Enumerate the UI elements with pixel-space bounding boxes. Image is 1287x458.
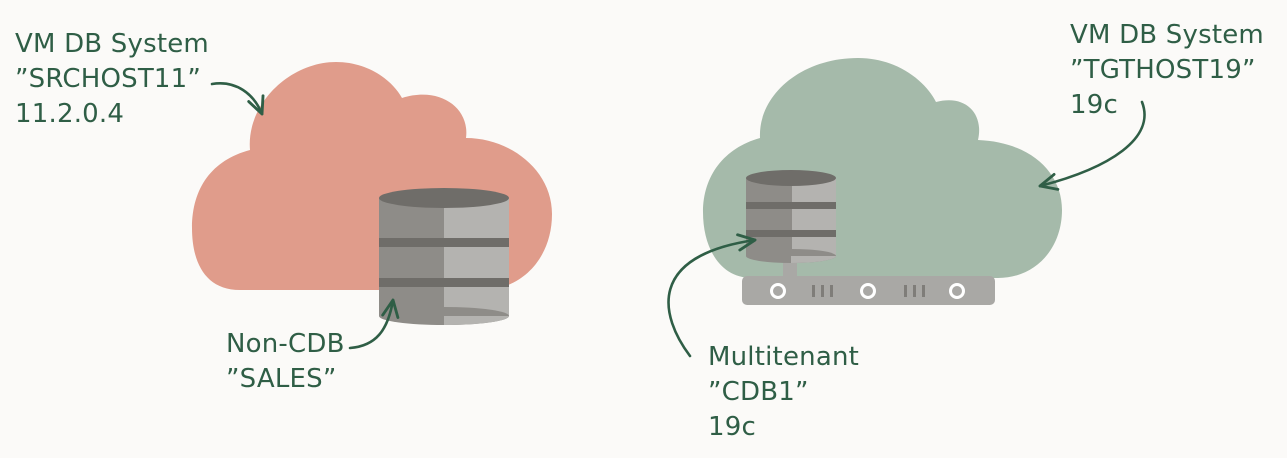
source-host-arrow [210, 82, 265, 116]
source-database-label: Non-CDB ”SALES” [226, 327, 345, 397]
target-database-server-icon [742, 170, 995, 305]
source-host-label: VM DB System ”SRCHOST11” 11.2.0.4 [15, 27, 209, 132]
target-host-name: ”TGTHOST19” [1070, 55, 1256, 85]
source-database-icon [379, 188, 509, 325]
target-database-version: 19c [708, 412, 756, 442]
source-database-type: Non-CDB [226, 329, 345, 359]
source-host-name: ”SRCHOST11” [15, 64, 202, 94]
source-database-name: ”SALES” [226, 364, 337, 394]
source-version: 11.2.0.4 [15, 99, 125, 129]
source-system-label: VM DB System [15, 29, 209, 59]
target-database-name: ”CDB1” [708, 377, 809, 407]
target-version: 19c [1070, 90, 1118, 120]
target-host-label: VM DB System ”TGTHOST19” 19c [1070, 18, 1264, 123]
target-host-arrow [1038, 100, 1146, 191]
target-database-label: Multitenant ”CDB1” 19c [708, 340, 859, 445]
target-database-arrow [667, 233, 757, 358]
target-database-type: Multitenant [708, 342, 860, 372]
source-database-arrow [348, 298, 400, 350]
target-system-label: VM DB System [1070, 20, 1264, 50]
